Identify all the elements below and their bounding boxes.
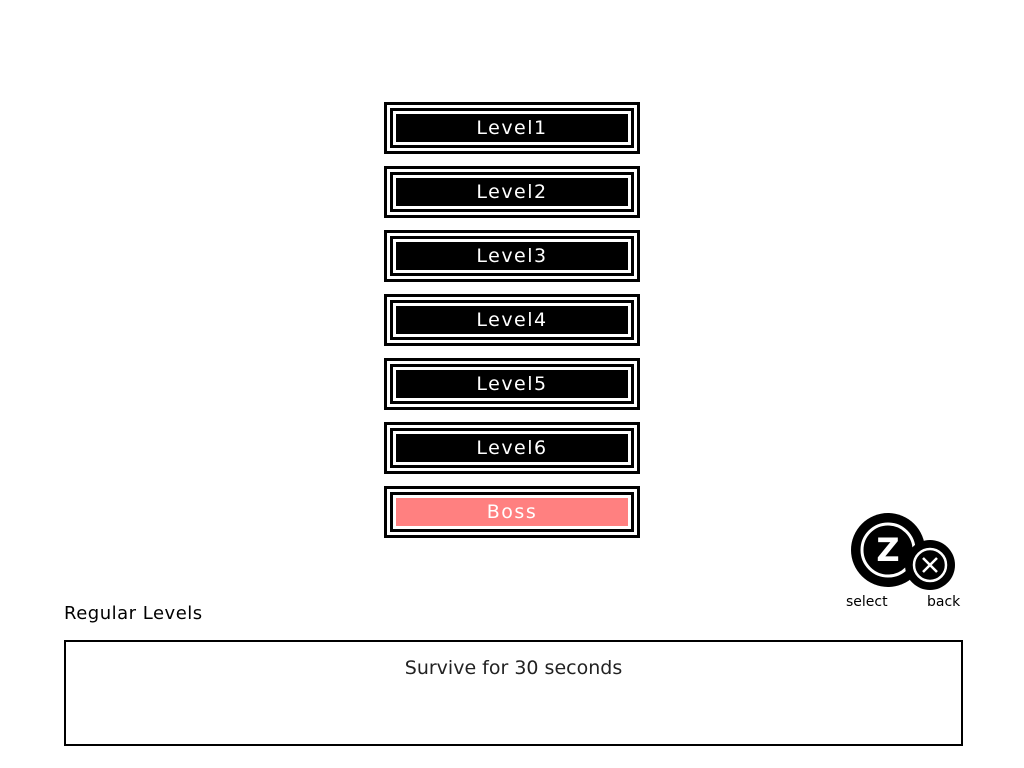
back-hint-label: back [927, 594, 961, 610]
boss-level-label: Boss [396, 498, 628, 526]
level-2-button[interactable]: Level2 [384, 166, 640, 218]
svg-text:Z: Z [876, 531, 899, 569]
level-4-button[interactable]: Level4 [384, 294, 640, 346]
level-6-label: Level6 [396, 434, 628, 462]
level-2-label: Level2 [396, 178, 628, 206]
controls-icon: Z [851, 513, 955, 590]
level-4-label: Level4 [396, 306, 628, 334]
level-1-label: Level1 [396, 114, 628, 142]
level-5-button[interactable]: Level5 [384, 358, 640, 410]
mode-title: Regular Levels [64, 603, 203, 624]
level-5-label: Level5 [396, 370, 628, 398]
select-hint-label: select [846, 594, 888, 610]
level-1-button[interactable]: Level1 [384, 102, 640, 154]
x-key-icon [905, 540, 955, 590]
level-3-button[interactable]: Level3 [384, 230, 640, 282]
level-6-button[interactable]: Level6 [384, 422, 640, 474]
level-description: Survive for 30 seconds [404, 657, 623, 679]
level-3-label: Level3 [396, 242, 628, 270]
boss-level-button[interactable]: Boss [384, 486, 640, 538]
level-description-box: Survive for 30 seconds [64, 640, 963, 746]
